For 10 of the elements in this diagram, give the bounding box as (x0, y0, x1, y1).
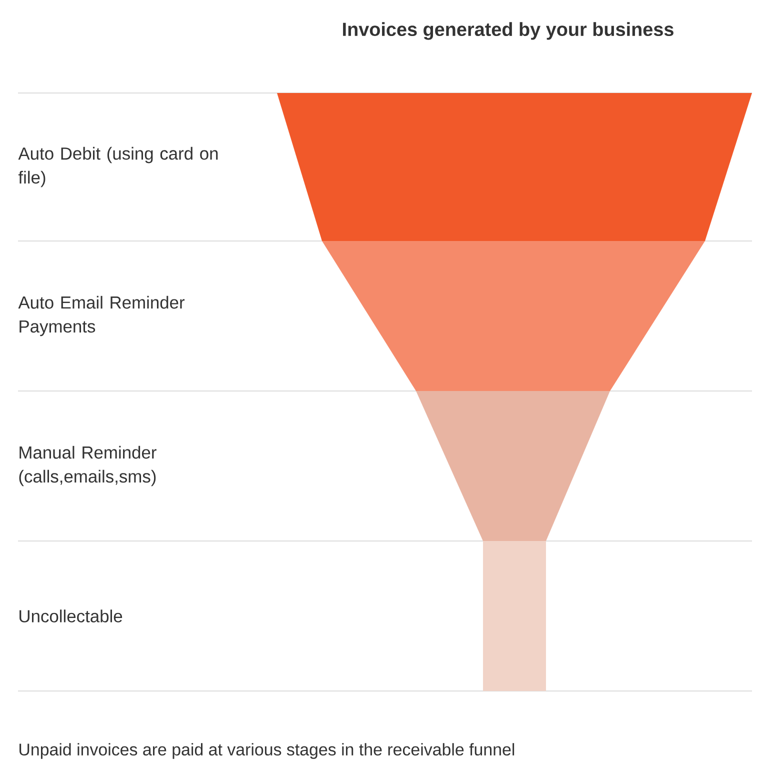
funnel-stage (322, 241, 705, 391)
stage-label: Auto Email Reminder Payments (18, 296, 185, 336)
funnel-stage (416, 391, 610, 541)
title: Invoices generated by your business (343, 22, 674, 40)
caption: Unpaid invoices are paid at various stages in the receivable funnel (20, 743, 514, 759)
funnel-bar (483, 541, 546, 691)
stage-label: Uncollectable (20, 610, 122, 622)
stage-label: Manual Reminder (calls,emails,sms) (19, 446, 156, 486)
stage-label: Auto Debit (using card on file) (18, 146, 218, 188)
funnel-stage (277, 93, 752, 241)
